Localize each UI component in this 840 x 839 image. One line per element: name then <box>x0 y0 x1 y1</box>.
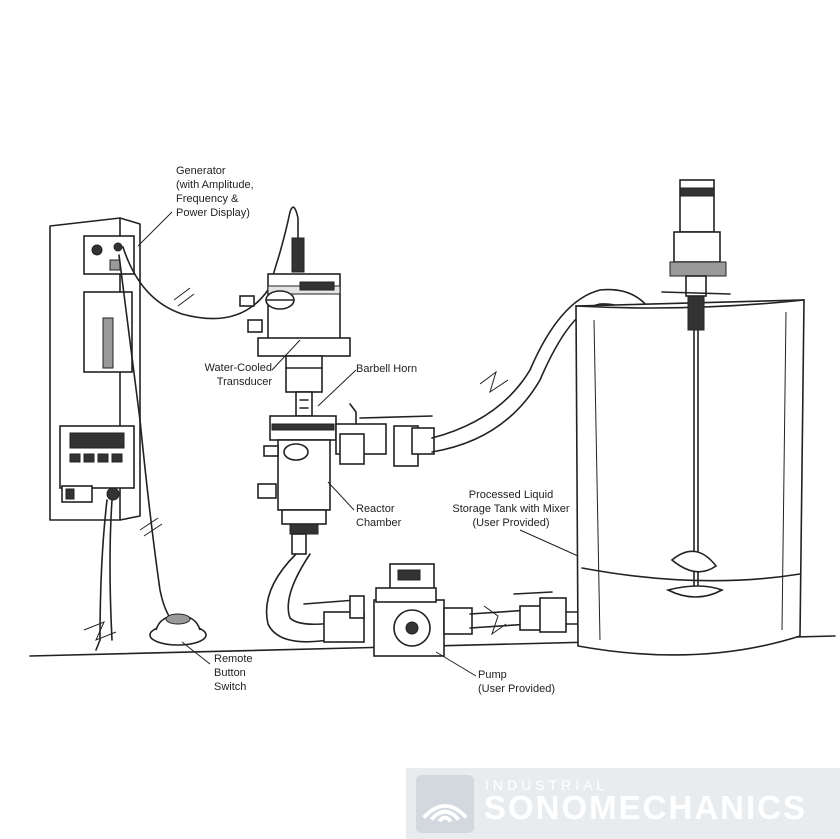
storage-tank-label: Processed Liquid Storage Tank with Mixer… <box>452 489 570 529</box>
pump-body <box>303 563 473 657</box>
logo-band <box>406 768 840 839</box>
logo-text-industrial: INDUSTRIAL <box>485 777 609 793</box>
remote-switch-label: Remote Button Switch <box>214 653 253 693</box>
remote-button-switch <box>149 613 207 646</box>
power-cord <box>95 499 108 651</box>
remote-switch-cable <box>118 254 177 626</box>
generator-cabinet <box>49 217 141 521</box>
reactor-chamber-label: Reactor Chamber <box>356 503 402 529</box>
storage-tank <box>575 299 805 656</box>
generator-label: Generator (with Amplitude, Frequency & P… <box>176 165 254 219</box>
pump-label: Pump (User Provided) <box>478 669 556 695</box>
transducer-assembly <box>239 237 351 417</box>
reactor-chamber <box>257 415 337 555</box>
logo-text-sonomechanics: SONOMECHANICS <box>484 789 808 826</box>
pump-inlet-hose <box>265 553 341 643</box>
tank-inlet-hose <box>431 288 661 439</box>
transducer-label: Water-Cooled Transducer <box>204 362 272 388</box>
pump-to-tank-line <box>469 591 581 636</box>
sonomechanics-logo-icon <box>416 775 474 833</box>
reactor-outlet-valve <box>335 403 435 467</box>
tank-mixer <box>661 179 731 598</box>
barbell-horn-label: Barbell Horn <box>356 363 418 375</box>
